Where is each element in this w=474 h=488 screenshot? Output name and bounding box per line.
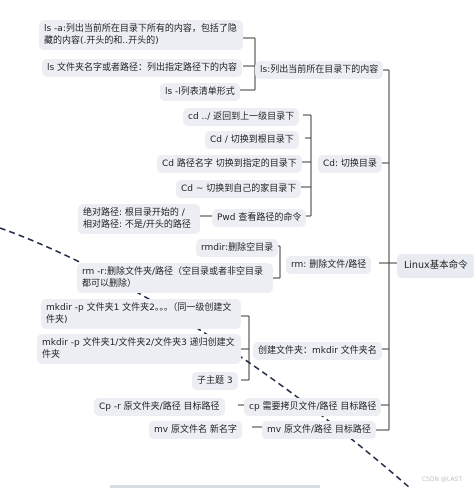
cd-root-node[interactable]: Cd / 切换到根目录下 [205,131,299,149]
ls-path-node[interactable]: ls 文件夹名字或者路径：列出指定路径下的内容 [42,59,243,77]
mkdir-sub-node[interactable]: 子主题 3 [192,372,238,390]
connector-cd-children [301,114,312,217]
connector-mv [375,405,390,431]
mv-rename-node[interactable]: mv 原文件名 新名字 [149,421,242,439]
cd-name-node[interactable]: Cd 路径名字 切换到指定的目录下 [157,155,302,173]
cp-r-node[interactable]: Cp -r 原文件夹/路径 目标路径 [94,398,225,416]
connector-mkdir-children [241,315,250,381]
rm-r-node[interactable]: rm -r:删除文件夹/路径（空目录或者非空目录都可以删除） [77,263,273,293]
mv-node[interactable]: mv 原文件/路径 目标路径 [262,421,376,439]
abs-rel-path-node[interactable]: 绝对路径: 根目录开始的 / 相对路径: 不是/开头的路径 [78,204,200,234]
mkdir-p1-node[interactable]: mkdir -p 文件夹1 文件夹2。。。（同一级创建文件夹) [41,299,241,329]
mkdir-p2-node[interactable]: mkdir -p 文件夹1/文件夹2/文件夹3 递归创建文件夹 [37,334,241,364]
scroll-bar[interactable] [110,485,320,488]
watermark: CSDN @LAST [421,476,462,483]
pwd-node[interactable]: Pwd 查看路径的命令 [212,209,307,227]
ls-l-node[interactable]: ls -l列表清单形式 [160,83,240,101]
mkdir-node[interactable]: 创建文件夹：mkdir 文件夹名 [253,342,382,360]
ls-node[interactable]: ls:列出当前所在目录下的内容 [255,61,384,79]
cd-up-node[interactable]: cd ../ 返回到上一级目录下 [183,108,300,126]
rm-node[interactable]: rm: 删除文件/路径 [286,256,372,274]
ls-a-node[interactable]: ls -a:列出当前所在目录下所有的内容，包括了隐藏的内容(.开头的和..开头的… [39,20,243,50]
cd-home-node[interactable]: Cd ~ 切换到自己的家目录下 [176,180,302,198]
rmdir-node[interactable]: rmdir:删除空目录 [196,239,279,257]
cd-node[interactable]: Cd: 切换目录 [318,155,382,173]
root-node[interactable]: Linux基本命令 [397,254,474,278]
connector-root-spine [388,70,397,405]
cp-node[interactable]: cp 需要拷贝文件/路径 目标路径 [244,398,382,416]
